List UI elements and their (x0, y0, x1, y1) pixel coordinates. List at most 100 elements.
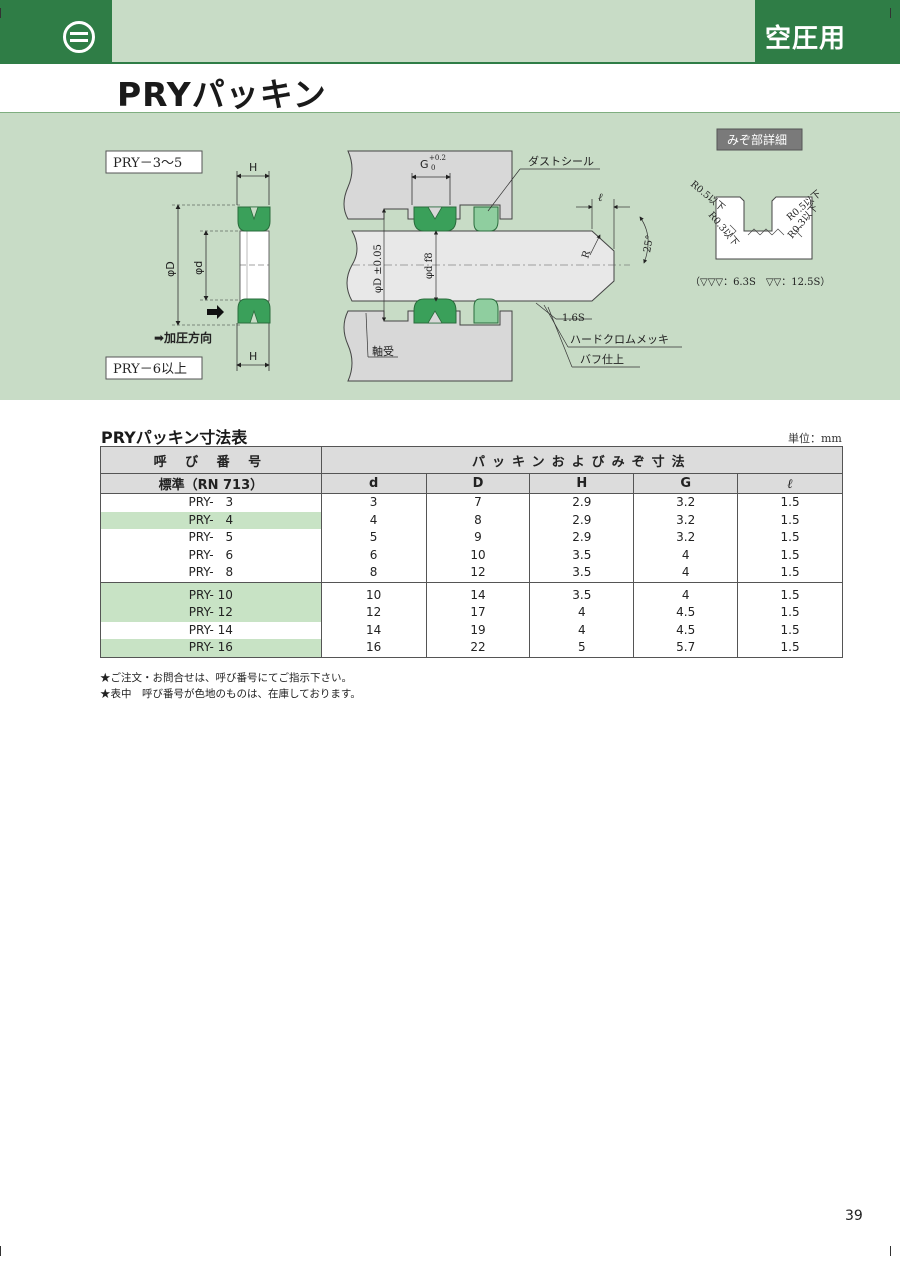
figure-panel: PRY－3〜5 PRY－6以上 H H φD φd (0, 113, 900, 400)
cell-g: 4.5 (633, 604, 739, 622)
cell-big-d: 8 (425, 511, 531, 529)
cell-ell: 1.5 (737, 621, 843, 639)
cell-h: 2.9 (529, 511, 635, 529)
table-row: PRY- 14 14 19 4 4.5 1.5 (100, 621, 843, 639)
cell-d: 3 (320, 493, 427, 512)
header-name: 呼 び 番 号 (100, 446, 322, 474)
groove-detail-title: みぞ部詳細 (727, 132, 787, 147)
cell-ell: 1.5 (737, 546, 843, 564)
label-large-text: PRY－6以上 (113, 362, 187, 377)
dimension-table: 呼 び 番 号 パッキンおよびみぞ寸法 標準（RN 713） d D H G ℓ… (100, 446, 844, 658)
dim-g-tol-zero: 0 (431, 164, 435, 172)
column-header-d: d (320, 473, 427, 494)
groove-detail-badge: みぞ部詳細 (716, 128, 803, 151)
phid-f8-label: φd f8 (424, 252, 435, 279)
row-name: PRY- 4 (100, 511, 322, 529)
column-header-g: G (633, 473, 739, 494)
table-row: PRY- 8 8 12 3.5 4 1.5 (100, 564, 843, 583)
cell-g: 3.2 (633, 511, 739, 529)
cell-ell: 1.5 (737, 529, 843, 547)
column-header-big-d: D (425, 473, 531, 494)
r05-left: R0.5以下 (688, 179, 727, 214)
column-header-ell: ℓ (737, 473, 843, 494)
row-name: PRY- 16 (100, 639, 322, 658)
pressure-direction-label: ➡加圧方向 (154, 330, 212, 345)
cell-h: 3.5 (529, 546, 635, 564)
table-title: PRYパッキン寸法表 (101, 428, 248, 447)
dim-h-top: H (249, 161, 257, 174)
label-box-small: PRY－3〜5 (105, 150, 203, 174)
row-name: PRY- 3 (100, 493, 322, 512)
row-name: PRY- 12 (100, 604, 322, 622)
hard-chrome-label: ハードクロムメッキ (570, 333, 669, 346)
cell-big-d: 7 (425, 493, 531, 512)
row-name: PRY- 5 (100, 529, 322, 547)
surface-legend: （▽▽▽：6.3S ▽▽：12.5S） (690, 276, 830, 288)
cell-g: 3.2 (633, 493, 739, 512)
header-dims: パッキンおよびみぞ寸法 (320, 446, 844, 474)
cell-ell: 1.5 (737, 639, 843, 658)
table-row: PRY- 16 16 22 5 5.7 1.5 (100, 639, 843, 658)
notes: ★ご注文・お問合せは、呼び番号にてご指示下さい。 ★表中 呼び番号が色地のものは… (100, 670, 361, 702)
dim-phid-small: φd (192, 261, 205, 275)
dim-ell: ℓ (598, 191, 603, 204)
header-std: 標準（RN 713） (100, 473, 322, 494)
table-row: PRY- 6 6 10 3.5 4 1.5 (100, 546, 843, 564)
page-title: PRYパッキン (117, 75, 327, 114)
cell-d: 12 (320, 604, 427, 622)
crop-mark (890, 1246, 891, 1256)
column-header-h: H (529, 473, 635, 494)
table-row: PRY- 4 4 8 2.9 3.2 1.5 (100, 511, 843, 529)
finish-1-6s: 1.6S (562, 313, 585, 324)
table-row: PRY- 5 5 9 2.9 3.2 1.5 (100, 529, 843, 547)
category-tab: 空圧用 (755, 0, 900, 63)
circle-double-bar-icon (63, 21, 95, 53)
row-name: PRY- 6 (100, 546, 322, 564)
cell-d: 4 (320, 511, 427, 529)
cell-g: 3.2 (633, 529, 739, 547)
crop-mark (890, 8, 891, 18)
table-row: PRY- 10 10 14 3.5 4 1.5 (100, 582, 843, 604)
row-name: PRY- 14 (100, 621, 322, 639)
header-logo-box (0, 0, 112, 63)
cell-big-d: 9 (425, 529, 531, 547)
dim-g-tol-plus: +0.2 (429, 154, 446, 162)
unit-label: 単位：mm (788, 432, 842, 445)
dust-seal-label: ダストシール (528, 154, 594, 168)
cell-d: 5 (320, 529, 427, 547)
table-row: PRY- 3 3 7 2.9 3.2 1.5 (100, 493, 843, 512)
cell-ell: 1.5 (737, 564, 843, 583)
row-name: PRY- 10 (100, 582, 322, 604)
cell-g: 4 (633, 564, 739, 583)
title-divider (0, 112, 900, 113)
cell-big-d: 19 (425, 621, 531, 639)
crop-mark (0, 1246, 1, 1256)
dim-h-bottom: H (249, 350, 257, 363)
bearing-label: 軸受 (372, 344, 394, 358)
category-label: 空圧用 (765, 24, 847, 54)
cell-h: 3.5 (529, 582, 635, 604)
header-divider (0, 62, 900, 64)
cell-d: 8 (320, 564, 427, 583)
cell-g: 5.7 (633, 639, 739, 658)
cell-big-d: 10 (425, 546, 531, 564)
cell-ell: 1.5 (737, 493, 843, 512)
cell-g: 4.5 (633, 621, 739, 639)
cell-ell: 1.5 (737, 511, 843, 529)
cell-big-d: 17 (425, 604, 531, 622)
cell-ell: 1.5 (737, 604, 843, 622)
cell-big-d: 22 (425, 639, 531, 658)
buff-label: バフ仕上 (580, 353, 624, 366)
phid-tol-label: φD ±0.05 (373, 244, 384, 293)
label-box-large: PRY－6以上 (105, 356, 203, 380)
dim-angle: 25° (642, 234, 656, 253)
page-number: 39 (845, 1208, 863, 1224)
note-order: ★ご注文・お問合せは、呼び番号にてご指示下さい。 (100, 672, 352, 684)
cell-h: 2.9 (529, 493, 635, 512)
cell-h: 4 (529, 604, 635, 622)
label-small-text: PRY－3〜5 (113, 156, 182, 171)
row-name: PRY- 8 (100, 564, 322, 583)
cell-big-d: 12 (425, 564, 531, 583)
dim-g: G (420, 158, 429, 171)
cell-h: 2.9 (529, 529, 635, 547)
